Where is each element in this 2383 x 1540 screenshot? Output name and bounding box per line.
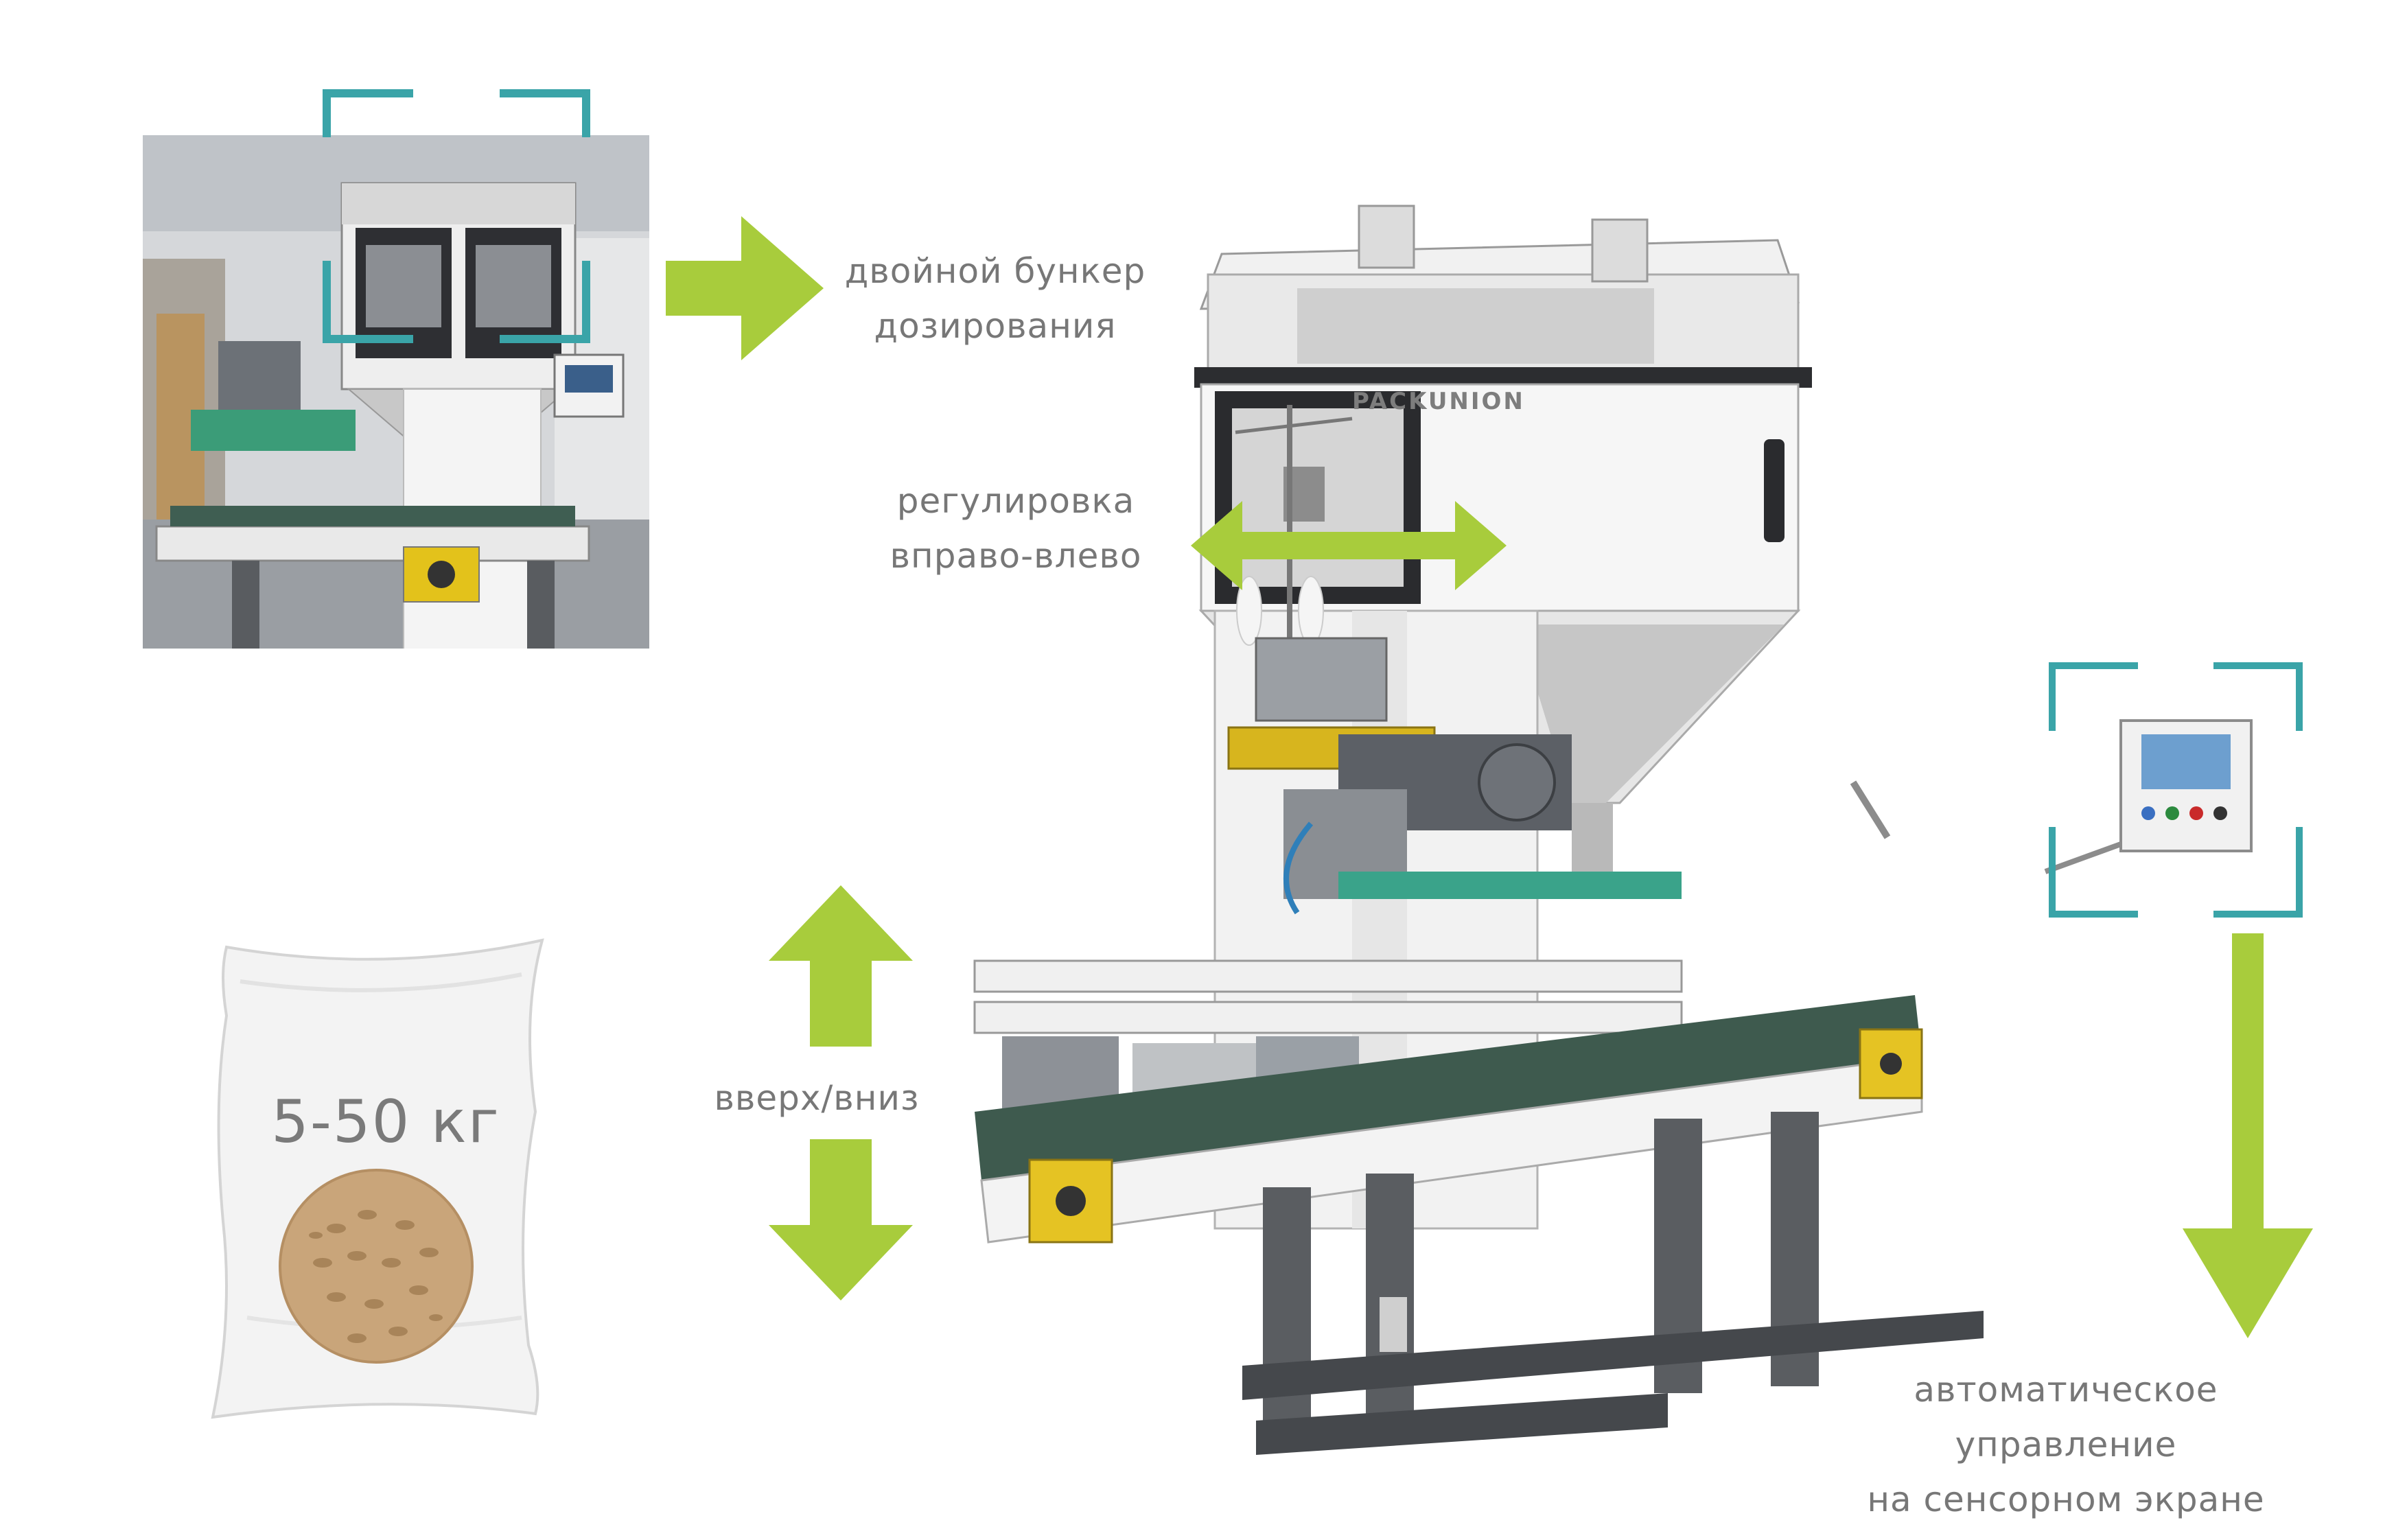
bag-illustration — [211, 938, 544, 1419]
arrow-down-long-icon — [2183, 933, 2313, 1338]
seeds-circle — [279, 1169, 474, 1364]
hopper-annotation-line-1: двойной бункер — [844, 251, 1146, 291]
packing-machine-illustration — [973, 205, 2253, 1455]
inset-highlight-frame — [323, 89, 590, 343]
arrow-right-icon — [666, 216, 824, 360]
control-annotation-line-1: автоматическое — [1914, 1370, 2218, 1410]
hopper-annotation: двойной бункер дозирования — [824, 244, 1167, 353]
arrow-left-right-icon — [1191, 501, 1507, 590]
brand-logo: PACKUNION — [1352, 388, 1525, 415]
bag-weight-label: 5-50 кг — [271, 1088, 500, 1156]
adjust-annotation-line-2: вправо-влево — [890, 536, 1142, 576]
arrow-down-icon — [769, 1139, 913, 1300]
vertical-annotation: вверх/вниз — [693, 1071, 940, 1125]
control-annotation-line-3: на сенсорном экране — [1867, 1480, 2265, 1519]
adjust-annotation-line-1: регулировка — [896, 481, 1135, 521]
inset-machine-illustration — [143, 135, 649, 649]
hopper-annotation-line-2: дозирования — [874, 306, 1117, 346]
control-panel-highlight-frame — [2049, 662, 2303, 918]
adjust-annotation: регулировка вправо-влево — [851, 474, 1181, 583]
arrow-up-icon — [769, 885, 913, 1047]
control-annotation: автоматическое управление на сенсорном э… — [1833, 1362, 2299, 1527]
control-annotation-line-2: управление — [1955, 1425, 2177, 1465]
vertical-annotation-text: вверх/вниз — [714, 1078, 920, 1118]
inset-photo — [143, 135, 649, 649]
